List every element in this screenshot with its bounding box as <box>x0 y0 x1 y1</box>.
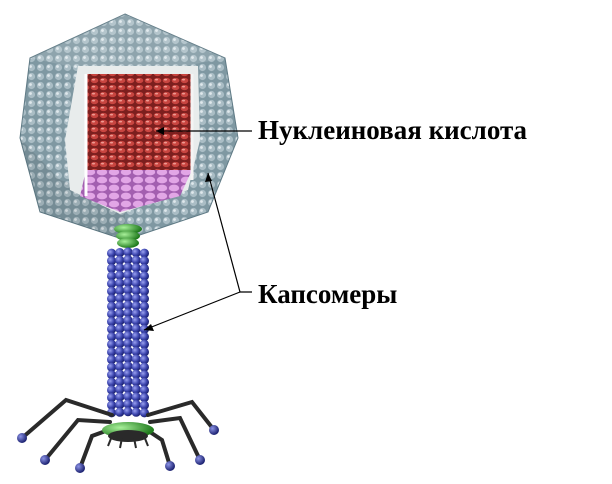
nucleic-acid-coil <box>86 74 192 170</box>
callout-capsomere-lower <box>144 292 240 330</box>
nucleic-acid-label: Нуклеиновая кислота <box>258 117 527 144</box>
tail-sheath <box>107 247 149 417</box>
capsomere-bead <box>123 407 132 416</box>
neck-collar <box>114 224 142 248</box>
capsomere-bead <box>132 408 141 417</box>
capsomere-bead <box>115 408 124 417</box>
base-plate <box>102 422 154 448</box>
capsomeres-label: Капсомеры <box>258 281 397 308</box>
capsid-cutaway <box>65 66 200 214</box>
